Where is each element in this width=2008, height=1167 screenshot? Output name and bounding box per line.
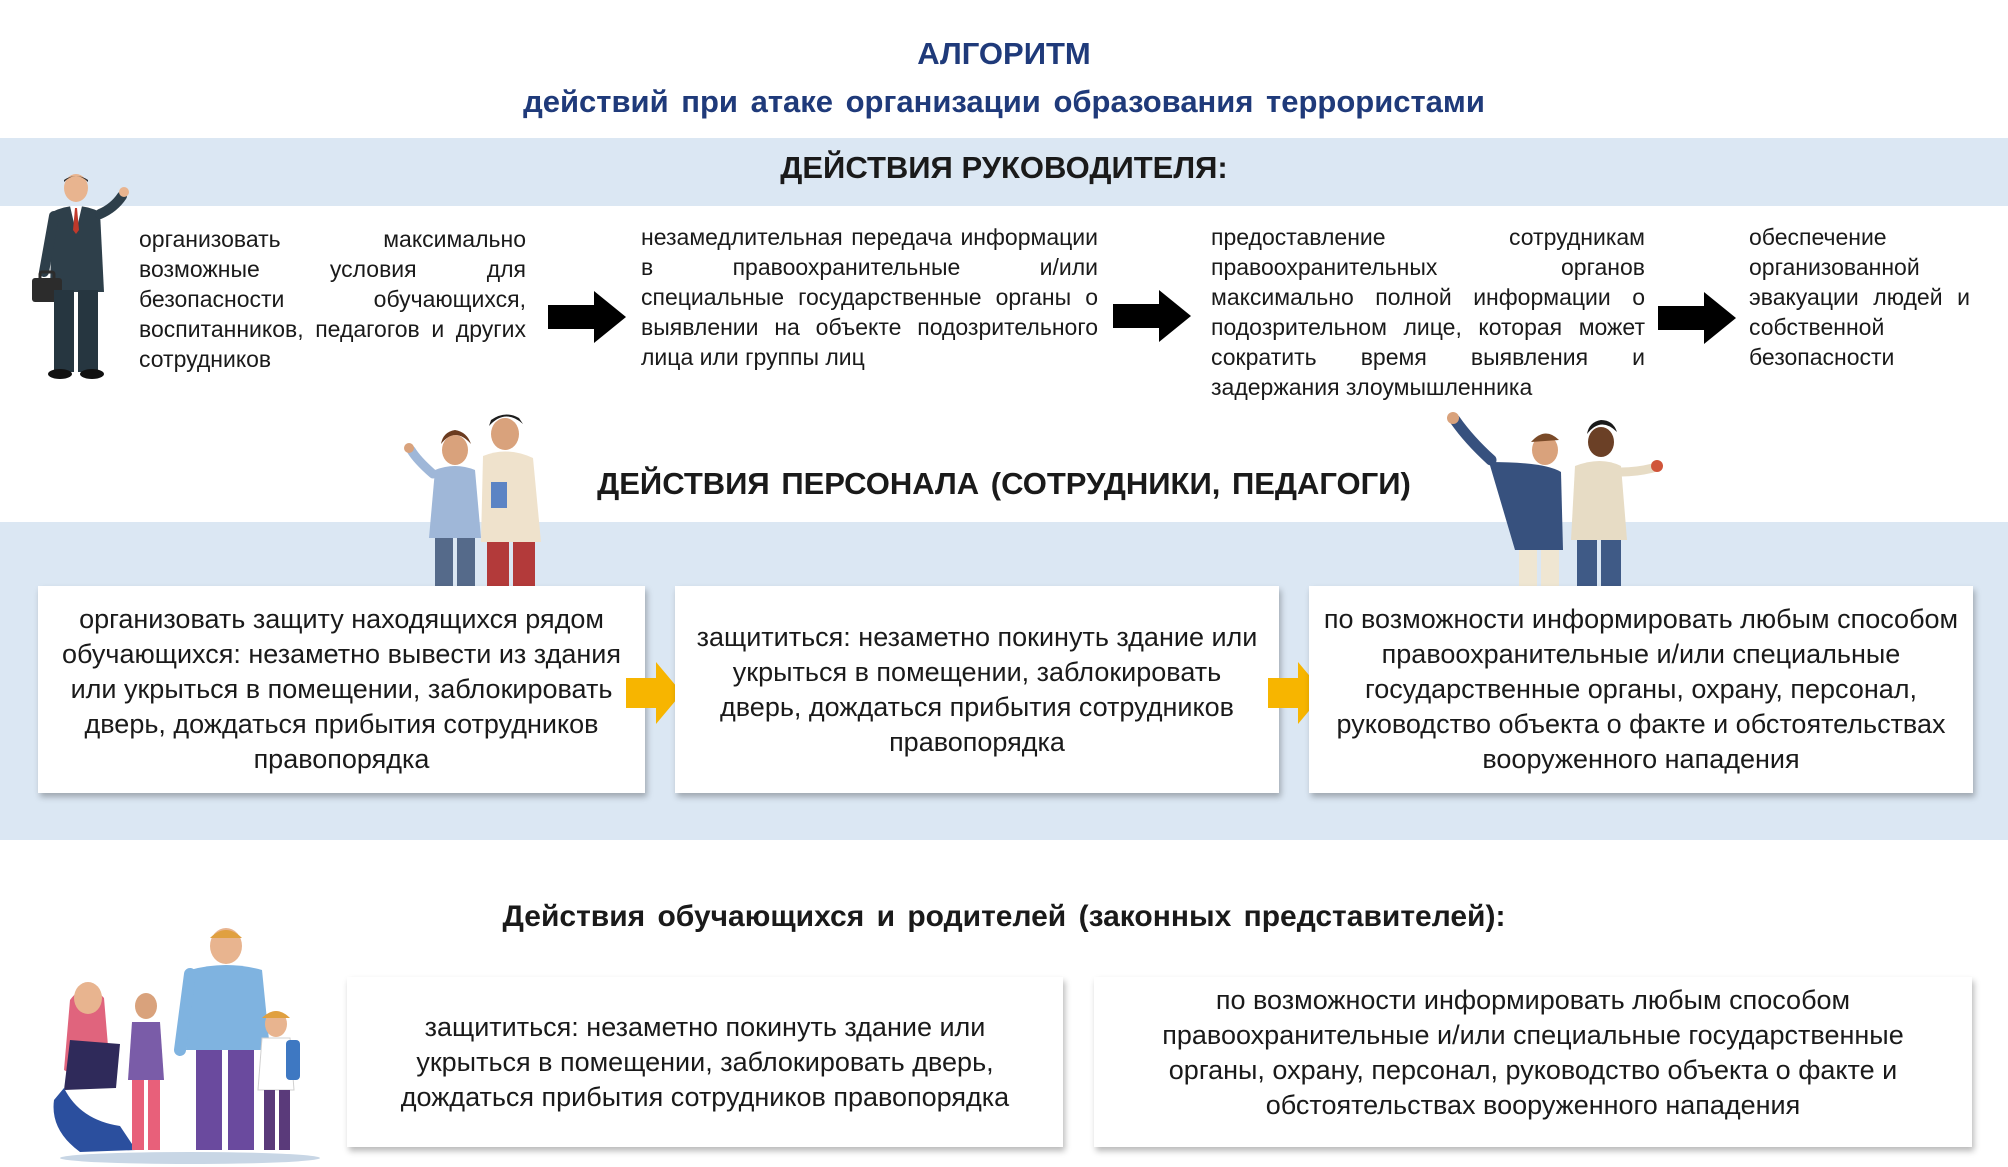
manager-step-4: обеспечение организованной эвакуации люд… bbox=[1749, 224, 1970, 370]
page-subtitle: действий при атаке организации образован… bbox=[523, 84, 1485, 119]
students-step-1: защититься: незаметно покинуть здание ил… bbox=[400, 1011, 1010, 1112]
arrow-right-icon bbox=[548, 291, 626, 343]
arrow-right-icon bbox=[626, 662, 682, 724]
staff-step-card-3: по возможности информировать любым спосо… bbox=[1309, 586, 1973, 793]
arrow-right-icon bbox=[1658, 292, 1736, 344]
manager-heading-band bbox=[0, 138, 2008, 206]
staff-step-1: организовать защиту находящихся рядом об… bbox=[62, 604, 621, 774]
manager-heading: ДЕЙСТВИЯ РУКОВОДИТЕЛЯ: bbox=[780, 150, 1228, 185]
page-title: АЛГОРИТМ bbox=[917, 36, 1091, 71]
staff-gesturing-illustration bbox=[1447, 412, 1663, 590]
staff-step-card-1: организовать защиту находящихся рядом об… bbox=[38, 586, 645, 793]
staff-step-3: по возможности информировать любым спосо… bbox=[1323, 604, 1959, 774]
manager-step-3: предоставление сотрудникам правоохраните… bbox=[1211, 224, 1645, 400]
staff-heading: ДЕЙСТВИЯ ПЕРСОНАЛА (СОТРУДНИКИ, ПЕДАГОГИ… bbox=[597, 466, 1411, 501]
staff-step-card-2: защититься: незаметно покинуть здание ил… bbox=[675, 586, 1279, 793]
manager-step-2: незамедлительная передача информации в п… bbox=[641, 224, 1098, 370]
family-illustration bbox=[53, 928, 320, 1164]
manager-step-1: организовать максимально возможные услов… bbox=[139, 226, 526, 372]
businessman-illustration bbox=[32, 174, 129, 379]
arrow-right-icon bbox=[1113, 290, 1191, 342]
students-step-card-2: по возможности информировать любым спосо… bbox=[1094, 977, 1972, 1147]
students-heading: Действия обучающихся и родителей (законн… bbox=[502, 900, 1506, 933]
students-step-2: по возможности информировать любым спосо… bbox=[1162, 985, 1904, 1120]
students-step-card-1: защититься: незаметно покинуть здание ил… bbox=[347, 977, 1063, 1147]
staff-step-2: защититься: незаметно покинуть здание ил… bbox=[696, 621, 1258, 757]
staff-pair-illustration bbox=[404, 414, 541, 592]
